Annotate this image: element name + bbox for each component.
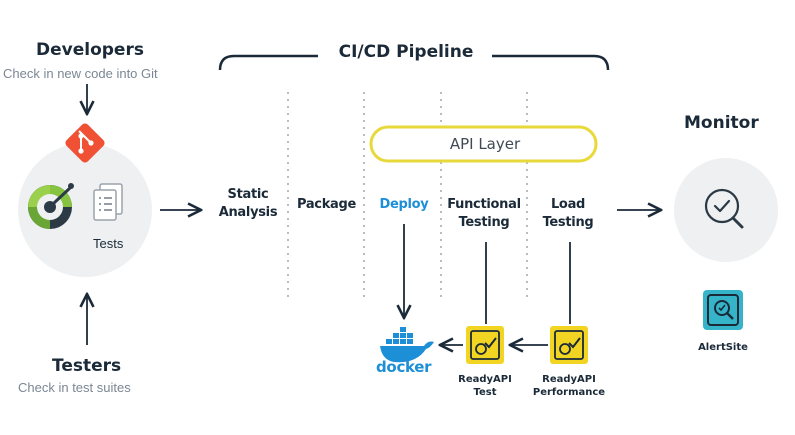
stage-label: Analysis: [218, 205, 278, 220]
tests-label: Tests: [93, 236, 124, 251]
swagger-icon: [28, 183, 74, 229]
stage-package: Package: [289, 196, 364, 214]
testers-title: Testers: [52, 356, 122, 376]
pipeline-title: CI/CD Pipeline: [338, 42, 474, 62]
tool-label-line: Test: [473, 387, 497, 398]
tool-label-line: Performance: [532, 387, 606, 398]
stage-label: Functional: [447, 197, 521, 212]
developers-title: Developers: [36, 40, 144, 60]
readyapi-test-icon: [466, 326, 504, 364]
alertsite-label: AlertSite: [698, 342, 748, 353]
tool-label-line: ReadyAPI: [458, 374, 512, 385]
stage-functional-testing: Functional Testing: [442, 196, 526, 232]
docker-label: docker: [376, 358, 432, 376]
stage-static-analysis: Static Analysis: [208, 186, 288, 222]
readyapi-performance-icon: [550, 326, 588, 364]
stage-label: Package: [296, 197, 357, 212]
stage-deploy: Deploy: [366, 196, 442, 214]
magnifier-check-icon: [704, 188, 744, 229]
alertsite-icon: [703, 290, 743, 330]
pipeline-brace: [218, 54, 318, 71]
stage-label: Static: [227, 187, 269, 202]
monitor-title: Monitor: [684, 113, 759, 133]
repository-circle: [18, 143, 152, 277]
readyapi-performance-label: ReadyAPI Performance: [524, 373, 614, 399]
document-stack-icon: [93, 183, 123, 221]
docker-whale-icon: [380, 327, 434, 363]
testers-subtitle: Check in test suites: [18, 380, 131, 395]
developers-subtitle: Check in new code into Git: [3, 66, 158, 81]
api-layer-box: [369, 125, 598, 163]
monitor-circle: [674, 158, 778, 262]
stage-label: Load: [550, 197, 586, 212]
readyapi-test-label: ReadyAPI Test: [445, 373, 525, 399]
tool-label-line: ReadyAPI: [542, 374, 596, 385]
stage-load-testing: Load Testing: [528, 196, 608, 232]
api-layer-label: API Layer: [449, 135, 521, 153]
stage-label: Testing: [542, 215, 594, 230]
stage-label: Testing: [458, 215, 510, 230]
stage-label: Deploy: [379, 197, 429, 212]
git-icon: [65, 123, 105, 163]
